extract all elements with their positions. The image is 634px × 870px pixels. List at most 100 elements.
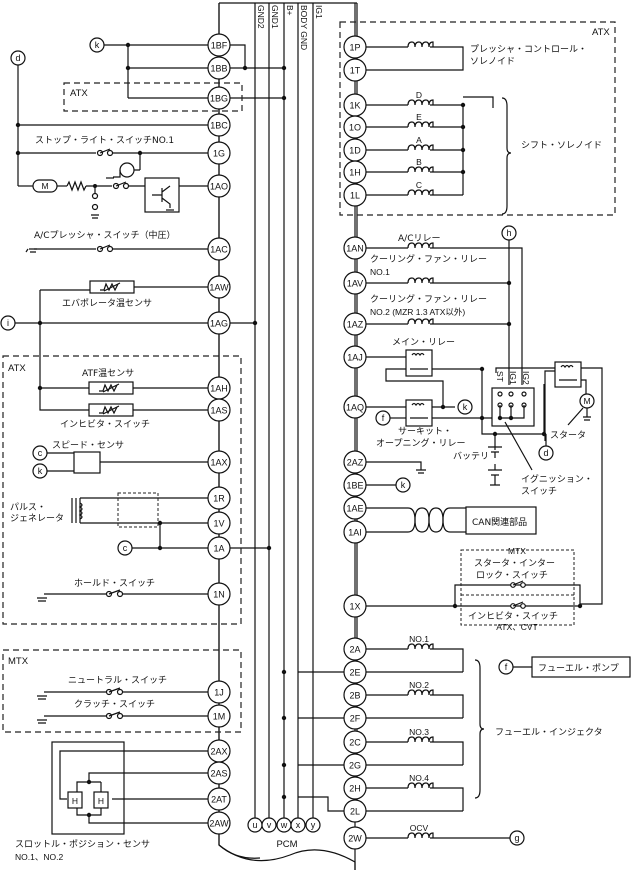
pin-left-2AS: 2AS (207, 761, 231, 785)
ignition-label-1: イグニッション・ (521, 473, 593, 485)
pin-left-1AC: 1AC (207, 237, 231, 261)
svg-text:1BG: 1BG (210, 94, 228, 104)
lamp-icon (119, 162, 135, 178)
starter-interlock-label-1: スタータ・インター (474, 558, 555, 569)
svg-text:f: f (505, 662, 508, 672)
pin-right-1AV: 1AV (343, 271, 367, 295)
pin-right-2L: 2L (343, 799, 367, 823)
pin-left-1M: 1M (207, 704, 231, 728)
svg-text:2H: 2H (349, 784, 361, 794)
svg-text:M: M (41, 181, 48, 191)
svg-text:1AW: 1AW (209, 283, 229, 293)
svg-text:k: k (38, 466, 43, 476)
pin-right-1AZ: 1AZ (343, 312, 367, 336)
pin-right-1P: 1P (343, 35, 367, 59)
connector-d: d (10, 50, 26, 66)
pulse-shield (117, 492, 159, 528)
ac-pressure-switch-label: A/Cプレッシャ・スイッチ（中圧） (34, 229, 175, 241)
svg-text:2AT: 2AT (211, 795, 227, 805)
evaporator-sensor-label: エバポレータ温センサ (62, 298, 152, 309)
atx-right-group (339, 21, 616, 216)
pressure-solenoid-label-2: ソレノイド (470, 57, 515, 67)
svg-text:v: v (267, 820, 272, 830)
pin-left-1A: 1A (207, 536, 231, 560)
svg-text:1AN: 1AN (346, 244, 364, 254)
connector-c: c (117, 540, 133, 556)
pin-left-1AG: 1AG (207, 311, 231, 335)
pin-right-2E: 2E (343, 660, 367, 684)
shift-solenoid-label: シフト・ソレノイド (521, 141, 602, 151)
svg-text:2B: 2B (349, 691, 360, 701)
battery-icon (488, 446, 502, 486)
atx-left-group (2, 355, 242, 625)
connector-c: c (32, 445, 48, 461)
connector-f: f (498, 659, 514, 675)
pin-right-1X: 1X (343, 594, 367, 618)
atx-top-left-group (63, 82, 243, 112)
ign-ig1-label: IG1 (508, 371, 518, 385)
tps-label-2: NO.1、NO.2 (15, 852, 63, 862)
coil-icon (407, 166, 434, 173)
connector-k: k (457, 399, 473, 415)
connector-x: x (290, 817, 306, 833)
svg-text:H: H (98, 796, 104, 806)
connector-k: k (395, 477, 411, 493)
pin-left-2AX: 2AX (207, 739, 231, 763)
ign-ig2-label: IG2 (521, 371, 531, 385)
pin-right-2B: 2B (343, 683, 367, 707)
svg-text:u: u (252, 820, 257, 830)
svg-text:1BC: 1BC (210, 121, 228, 131)
svg-text:k: k (95, 40, 100, 50)
atx-left-label: ATX (8, 363, 26, 374)
pcm-outline (218, 2, 358, 870)
right-wiring (298, 46, 603, 839)
fan-relay1-label-2: NO.1 (370, 267, 390, 277)
pulse-generator-label-1: パルス・ (10, 502, 46, 513)
connector-h: h (501, 225, 517, 241)
pin-left-1J: 1J (207, 680, 231, 704)
bus-label-bplus: B+ (285, 5, 295, 16)
svg-text:1AO: 1AO (210, 182, 228, 192)
svg-text:1H: 1H (349, 168, 361, 178)
battery-label: バッテリ (453, 451, 489, 462)
svg-text:1AQ: 1AQ (346, 403, 364, 413)
left-dots (15, 42, 287, 818)
bus-label-gnd1: GND1 (270, 5, 280, 29)
mtx-right-label: MTX (508, 546, 526, 556)
connector-f: f (375, 410, 391, 426)
injector-no4-label: NO.4 (409, 773, 429, 783)
ignition-label-2: スイッチ (521, 486, 557, 497)
svg-text:c: c (123, 543, 128, 553)
connector-i: i (0, 315, 16, 331)
pin-right-2AZ: 2AZ (343, 450, 367, 474)
left-labels: ストップ・ライト・スイッチNO.1 A/Cプレッシャ・スイッチ（中圧） エバポレ… (10, 135, 298, 862)
svg-text:1AC: 1AC (210, 245, 228, 255)
main-relay-label: メイン・リレー (392, 338, 455, 348)
connector-d: d (538, 445, 554, 461)
svg-text:1N: 1N (213, 590, 225, 600)
svg-text:2G: 2G (349, 761, 361, 771)
pin-right-2H: 2H (343, 776, 367, 800)
pin-right-2C: 2C (343, 730, 367, 754)
svg-text:f: f (382, 413, 385, 423)
pulse-generator-icon (71, 498, 77, 523)
svg-text:1J: 1J (214, 688, 224, 698)
svg-text:d: d (15, 53, 20, 63)
neutral-switch-label: ニュートラル・スイッチ (68, 675, 167, 686)
bus-labels: GND2 GND1 B+ BODY GND IG1 (256, 5, 324, 50)
pin-right-1H: 1H (343, 160, 367, 184)
svg-text:2E: 2E (349, 668, 360, 678)
svg-text:k: k (401, 480, 406, 490)
svg-text:g: g (514, 833, 519, 843)
pin-left-1AW: 1AW (207, 275, 231, 299)
svg-text:1L: 1L (350, 191, 360, 201)
connector-k: k (32, 463, 48, 479)
svg-text:1T: 1T (350, 66, 361, 76)
solenoid-letter-d: D (416, 90, 422, 100)
svg-text:2C: 2C (349, 738, 361, 748)
svg-text:1D: 1D (349, 146, 361, 156)
fuel-injector-label: フューエル・インジェクタ (495, 727, 603, 738)
hold-switch-label: ホールド・スイッチ (74, 578, 155, 589)
pin-left-1AX: 1AX (207, 450, 231, 474)
